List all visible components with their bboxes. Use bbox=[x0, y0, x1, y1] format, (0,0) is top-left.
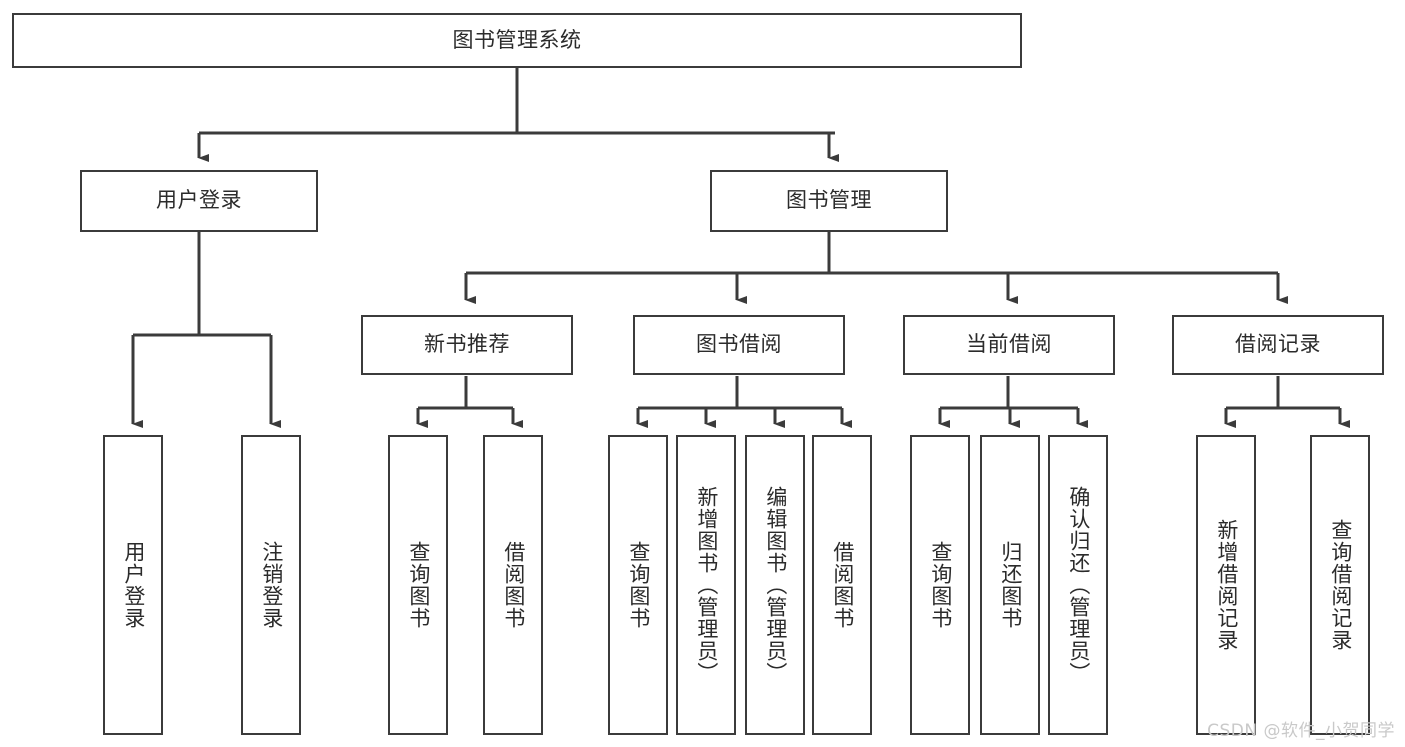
node-label: 查询图书 bbox=[626, 541, 651, 629]
node-label: 图书管理系统 bbox=[452, 27, 582, 52]
node-leaf-logout-login[interactable]: 注销登录 bbox=[241, 435, 301, 735]
node-leaf-query-record[interactable]: 查询借阅记录 bbox=[1310, 435, 1370, 735]
node-leaf-query-book-2[interactable]: 查询图书 bbox=[608, 435, 668, 735]
node-label: 借阅记录 bbox=[1235, 332, 1321, 357]
node-book-management-system[interactable]: 图书管理系统 bbox=[12, 13, 1022, 68]
node-leaf-user-login[interactable]: 用户登录 bbox=[103, 435, 163, 735]
node-user-login[interactable]: 用户登录 bbox=[80, 170, 318, 232]
node-label: 新增借阅记录 bbox=[1214, 519, 1239, 651]
node-label: 注销登录 bbox=[259, 541, 284, 629]
node-label: 归还图书 bbox=[998, 541, 1023, 629]
node-book-management[interactable]: 图书管理 bbox=[710, 170, 948, 232]
node-label: 确认归还（管理员） bbox=[1066, 486, 1091, 684]
node-leaf-query-book-1[interactable]: 查询图书 bbox=[388, 435, 448, 735]
node-label: 编辑图书（管理员） bbox=[763, 486, 788, 684]
node-label: 借阅图书 bbox=[501, 541, 526, 629]
node-leaf-return-book[interactable]: 归还图书 bbox=[980, 435, 1040, 735]
node-label: 图书管理 bbox=[786, 188, 872, 213]
node-leaf-add-record[interactable]: 新增借阅记录 bbox=[1196, 435, 1256, 735]
node-label: 图书借阅 bbox=[696, 332, 782, 357]
node-book-borrow[interactable]: 图书借阅 bbox=[633, 315, 845, 375]
node-new-book-recommend[interactable]: 新书推荐 bbox=[361, 315, 573, 375]
node-leaf-borrow-book-1[interactable]: 借阅图书 bbox=[483, 435, 543, 735]
node-label: 查询借阅记录 bbox=[1328, 519, 1353, 651]
node-leaf-query-book-3[interactable]: 查询图书 bbox=[910, 435, 970, 735]
node-label: 当前借阅 bbox=[966, 332, 1052, 357]
node-leaf-borrow-book-2[interactable]: 借阅图书 bbox=[812, 435, 872, 735]
node-label: 新书推荐 bbox=[424, 332, 510, 357]
node-label: 用户登录 bbox=[121, 541, 146, 629]
node-label: 新增图书（管理员） bbox=[694, 486, 719, 684]
node-current-borrow[interactable]: 当前借阅 bbox=[903, 315, 1115, 375]
node-leaf-edit-book[interactable]: 编辑图书（管理员） bbox=[745, 435, 805, 735]
node-label: 借阅图书 bbox=[830, 541, 855, 629]
node-label: 用户登录 bbox=[156, 188, 242, 213]
node-leaf-add-book[interactable]: 新增图书（管理员） bbox=[676, 435, 736, 735]
node-leaf-confirm-return[interactable]: 确认归还（管理员） bbox=[1048, 435, 1108, 735]
node-label: 查询图书 bbox=[928, 541, 953, 629]
node-borrow-record[interactable]: 借阅记录 bbox=[1172, 315, 1384, 375]
node-label: 查询图书 bbox=[406, 541, 431, 629]
